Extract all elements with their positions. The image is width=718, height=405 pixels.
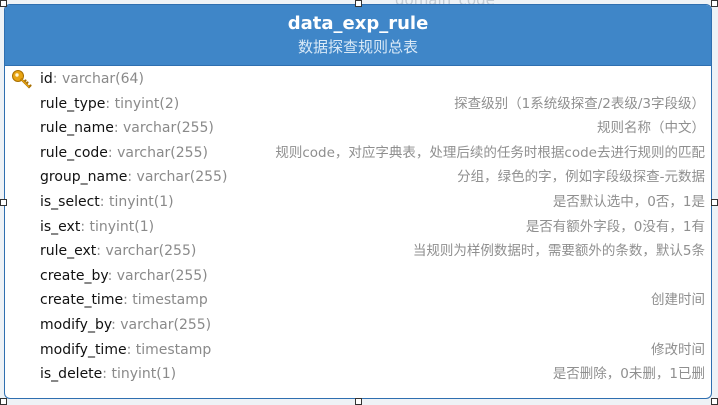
resize-handle-middle-left[interactable] bbox=[0, 199, 7, 206]
column-definition: create_by: varchar(255) bbox=[40, 264, 208, 289]
column-row[interactable]: rule_type: tinyint(2) 探查级别（1系统级探查/2表级/3字段… bbox=[5, 92, 711, 117]
entity-header[interactable]: data_exp_rule 数据探查规则总表 bbox=[5, 5, 711, 66]
column-comment: 创建时间 bbox=[651, 292, 705, 309]
column-name: rule_code bbox=[40, 144, 108, 161]
column-definition: id: varchar(64) bbox=[40, 67, 144, 92]
resize-handle-bottom-right[interactable] bbox=[711, 398, 718, 405]
column-definition: is_select: tinyint(1) bbox=[40, 190, 174, 215]
column-row[interactable]: group_name: varchar(255) 分组，绿色的字，例如字段级探查-… bbox=[5, 165, 711, 190]
column-row[interactable]: modify_time: timestamp 修改时间 bbox=[5, 338, 711, 363]
entity-title: data_exp_rule bbox=[287, 13, 429, 34]
column-type: : tinyint(1) bbox=[102, 366, 177, 383]
resize-handle-top-center[interactable] bbox=[355, 0, 362, 7]
column-type: : varchar(255) bbox=[127, 169, 228, 186]
column-definition: rule_ext: varchar(255) bbox=[40, 239, 196, 264]
column-type: : varchar(255) bbox=[111, 316, 212, 333]
column-row[interactable]: is_delete: tinyint(1) 是否删除，0未删，1已删 bbox=[5, 362, 711, 387]
column-comment: 分组，绿色的字，例如字段级探查-元数据 bbox=[457, 169, 705, 186]
resize-handle-bottom-left[interactable] bbox=[0, 398, 7, 405]
column-row[interactable]: is_select: tinyint(1) 是否默认选中，0否，1是 bbox=[5, 190, 711, 215]
column-definition: create_time: timestamp bbox=[40, 288, 208, 313]
column-name: create_by bbox=[40, 267, 108, 284]
column-definition: rule_code: varchar(255) bbox=[40, 141, 208, 166]
column-type: : timestamp bbox=[123, 292, 208, 309]
column-row[interactable]: rule_ext: varchar(255) 当规则为样例数据时，需要额外的条数，… bbox=[5, 239, 711, 264]
resize-handle-top-left[interactable] bbox=[0, 0, 7, 7]
resize-handle-top-right[interactable] bbox=[711, 0, 718, 7]
column-name: is_delete bbox=[40, 366, 103, 383]
column-type: : tinyint(1) bbox=[80, 218, 155, 235]
column-row[interactable]: modify_by: varchar(255) bbox=[5, 313, 711, 338]
column-type: : tinyint(2) bbox=[105, 95, 180, 112]
resize-handle-middle-right[interactable] bbox=[711, 199, 718, 206]
column-row[interactable]: create_by: varchar(255) bbox=[5, 264, 711, 289]
column-comment: 规则code，对应字典表，处理后续的任务时根据code去进行规则的匹配 bbox=[275, 144, 705, 161]
column-name: modify_by bbox=[40, 316, 112, 333]
column-list: id: varchar(64)rule_type: tinyint(2)探查级别… bbox=[5, 66, 711, 387]
resize-handle-bottom-center[interactable] bbox=[355, 398, 362, 405]
entity-comment: 数据探查规则总表 bbox=[297, 38, 418, 56]
key-icon bbox=[11, 69, 33, 89]
column-type: : varchar(255) bbox=[113, 120, 214, 137]
column-comment: 是否有额外字段，0没有，1有 bbox=[525, 218, 705, 235]
column-comment: 是否默认选中，0否，1是 bbox=[552, 193, 705, 210]
column-name: rule_name bbox=[40, 120, 114, 137]
column-comment: 修改时间 bbox=[651, 341, 705, 358]
column-name: id bbox=[40, 71, 53, 87]
column-row[interactable]: create_time: timestamp 创建时间 bbox=[5, 288, 711, 313]
column-definition: group_name: varchar(255) bbox=[40, 165, 227, 190]
column-name: is_ext bbox=[40, 218, 81, 235]
column-comment: 是否删除，0未删，1已删 bbox=[552, 366, 705, 383]
column-comment: 当规则为样例数据时，需要额外的条数，默认5条 bbox=[412, 243, 705, 260]
column-type: : timestamp bbox=[126, 341, 212, 358]
column-definition: is_ext: tinyint(1) bbox=[40, 215, 154, 240]
column-definition: rule_name: varchar(255) bbox=[40, 116, 214, 141]
column-comment: 探查级别（1系统级探查/2表级/3字段级） bbox=[454, 95, 705, 112]
column-name: rule_ext bbox=[40, 243, 97, 260]
column-type: : varchar(255) bbox=[107, 144, 208, 161]
column-name: is_select bbox=[40, 193, 100, 210]
column-row[interactable]: is_ext: tinyint(1) 是否有额外字段，0没有，1有 bbox=[5, 215, 711, 240]
column-definition: rule_type: tinyint(2) bbox=[40, 92, 179, 117]
column-row[interactable]: id: varchar(64) bbox=[5, 67, 711, 92]
column-type: : varchar(64) bbox=[52, 71, 144, 87]
column-row[interactable]: rule_code: varchar(255) 规则code，对应字典表，处理后续… bbox=[5, 141, 711, 166]
column-name: create_time bbox=[40, 292, 124, 309]
column-definition: is_delete: tinyint(1) bbox=[40, 362, 176, 387]
column-name: group_name bbox=[40, 169, 128, 186]
column-type: : tinyint(1) bbox=[99, 193, 174, 210]
column-type: : varchar(255) bbox=[96, 243, 197, 260]
column-name: rule_type bbox=[40, 95, 106, 112]
column-type: : varchar(255) bbox=[107, 267, 208, 284]
column-definition: modify_time: timestamp bbox=[40, 338, 211, 363]
column-comment: 规则名称（中文） bbox=[597, 120, 705, 137]
column-row[interactable]: rule_name: varchar(255) 规则名称（中文） bbox=[5, 116, 711, 141]
column-definition: modify_by: varchar(255) bbox=[40, 313, 211, 338]
entity-table[interactable]: data_exp_rule 数据探查规则总表 id: varchar(64)ru… bbox=[4, 4, 712, 399]
column-name: modify_time bbox=[40, 341, 127, 358]
